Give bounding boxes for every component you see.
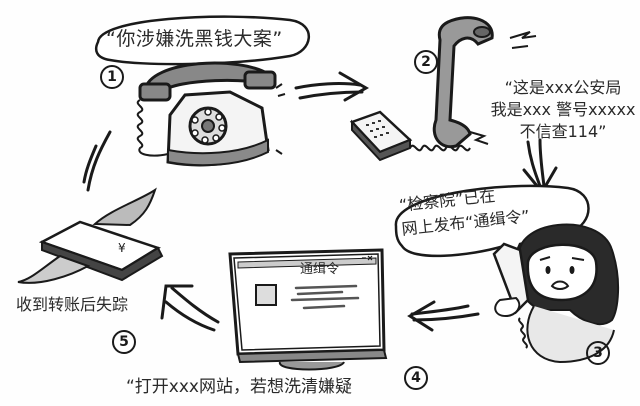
winged-money-icon: ¥	[17, 187, 164, 284]
speech-line: 我是xxx 警号xxxxx	[490, 100, 636, 119]
worried-woman-icon	[492, 223, 620, 364]
speech-text-step1: “你涉嫌洗黑钱大案”	[106, 28, 283, 50]
rotary-phone-icon	[136, 61, 286, 167]
arrow-step5-to-step1	[82, 130, 112, 192]
arrow-step1-to-step2	[294, 71, 370, 102]
computer-monitor-icon	[228, 248, 388, 371]
arrow-step2-to-step3	[522, 138, 558, 195]
monitor-screen-title: 通缉令	[300, 262, 340, 277]
step-number-2: 2	[414, 50, 438, 74]
arrow-step4-to-step5	[160, 284, 220, 332]
yen-symbol: ¥	[118, 241, 126, 255]
arrow-step3-to-step4	[407, 300, 480, 332]
speech-line: 不信查114”	[519, 122, 607, 141]
speech-text-step2: “这是xxx公安局 我是xxx 警号xxxxx 不信查114”	[478, 77, 640, 143]
phone-handset-icon	[432, 16, 537, 149]
step-number-3: 3	[586, 341, 610, 365]
caption-step5: 收到转账后失踪	[16, 295, 129, 314]
step-number-4: 4	[404, 366, 428, 390]
desk-phone-icon	[349, 110, 471, 162]
step-number-1: 1	[100, 65, 124, 89]
caption-step4: “打开xxx网站，若想洗清嫌疑	[126, 377, 352, 397]
speech-bubble-1	[94, 15, 311, 66]
step-number-5: 5	[112, 330, 136, 354]
speech-line: “这是xxx公安局	[504, 78, 622, 97]
